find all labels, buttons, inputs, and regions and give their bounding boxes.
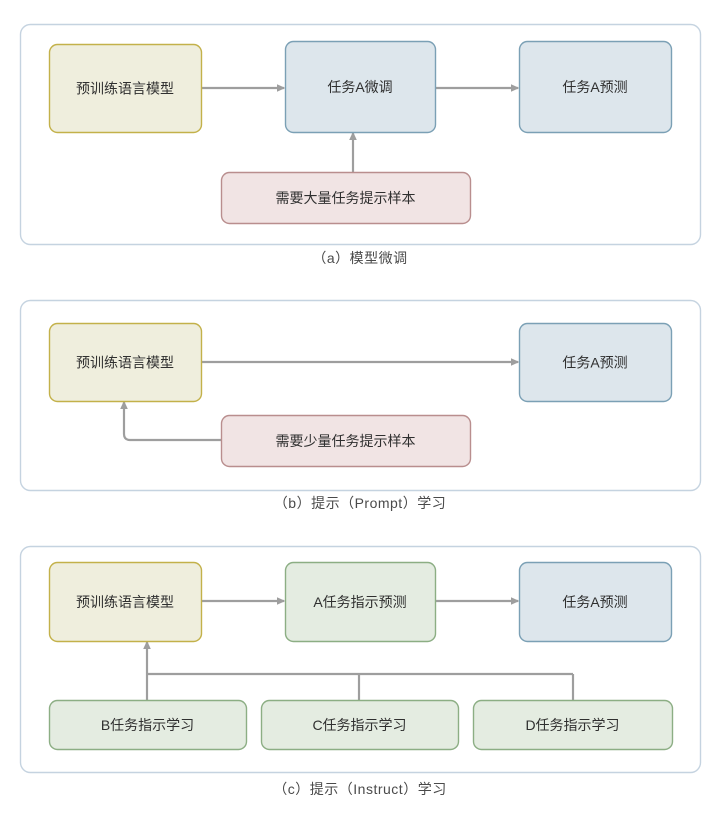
task-a-predict-box-shape xyxy=(518,561,673,643)
elbow-samples-to-model xyxy=(120,400,221,442)
small-sample-requirement-box-shape xyxy=(220,414,472,468)
pretrained-language-model-box-shape xyxy=(48,43,203,134)
pretrained-language-model-box-label: 预训练语言模型 xyxy=(76,355,174,371)
large-sample-requirement-box-shape xyxy=(220,171,472,225)
task-d-instruct-learn-box-label: D任务指示学习 xyxy=(525,717,619,733)
task-a-predict-box-label: 任务A预测 xyxy=(562,355,627,371)
task-b-instruct-learn-box[interactable]: B任务指示学习 xyxy=(48,699,248,751)
task-a-predict-box-label: 任务A预测 xyxy=(562,79,627,95)
pretrained-language-model-box-label: 预训练语言模型 xyxy=(76,594,174,610)
task-c-instruct-learn-box-label: C任务指示学习 xyxy=(312,717,406,733)
panel-a-caption: （a）模型微调 xyxy=(312,250,408,266)
large-sample-requirement-box-label: 需要大量任务提示样本 xyxy=(276,190,416,206)
pretrained-language-model-box-shape xyxy=(48,561,203,643)
small-sample-requirement-box-label: 需要少量任务提示样本 xyxy=(276,433,416,449)
task-a-finetune-box[interactable]: 任务A微调 xyxy=(284,40,437,134)
task-d-instruct-learn-box[interactable]: D任务指示学习 xyxy=(472,699,674,751)
task-a-predict-box[interactable]: 任务A预测 xyxy=(518,561,673,643)
task-a-finetune-box-shape xyxy=(284,40,437,134)
task-c-instruct-learn-box-shape xyxy=(260,699,460,751)
pretrained-language-model-box[interactable]: 预训练语言模型 xyxy=(48,322,203,403)
task-d-instruct-learn-box-shape xyxy=(472,699,674,751)
task-a-predict-box-shape xyxy=(518,322,673,403)
panel-c-caption: （c）提示（Instruct）学习 xyxy=(273,781,447,797)
task-a-finetune-box-label: 任务A微调 xyxy=(327,79,392,95)
task-a-instruct-predict-box[interactable]: A任务指示预测 xyxy=(284,561,437,643)
panel-c: 预训练语言模型 A任务指示预测 任务A预测 B任务指示学习 C任务指示学习 D任务指示学习 xyxy=(19,545,702,774)
task-b-instruct-learn-box-shape xyxy=(48,699,248,751)
task-a-instruct-predict-box-label: A任务指示预测 xyxy=(313,594,406,610)
task-a-predict-box-shape xyxy=(518,40,673,134)
task-c-instruct-learn-box[interactable]: C任务指示学习 xyxy=(260,699,460,751)
small-sample-requirement-box[interactable]: 需要少量任务提示样本 xyxy=(220,414,472,468)
pretrained-language-model-box-shape xyxy=(48,322,203,403)
pretrained-language-model-box[interactable]: 预训练语言模型 xyxy=(48,561,203,643)
panel-b-caption: （b）提示（Prompt）学习 xyxy=(273,495,447,511)
task-a-predict-box[interactable]: 任务A预测 xyxy=(518,322,673,403)
pretrained-language-model-box-label: 预训练语言模型 xyxy=(76,81,174,97)
pretrained-language-model-box[interactable]: 预训练语言模型 xyxy=(48,43,203,134)
task-a-predict-box[interactable]: 任务A预测 xyxy=(518,40,673,134)
task-b-instruct-learn-box-label: B任务指示学习 xyxy=(101,717,194,733)
large-sample-requirement-box[interactable]: 需要大量任务提示样本 xyxy=(220,171,472,225)
task-a-instruct-predict-box-shape xyxy=(284,561,437,643)
task-a-predict-box-label: 任务A预测 xyxy=(562,594,627,610)
